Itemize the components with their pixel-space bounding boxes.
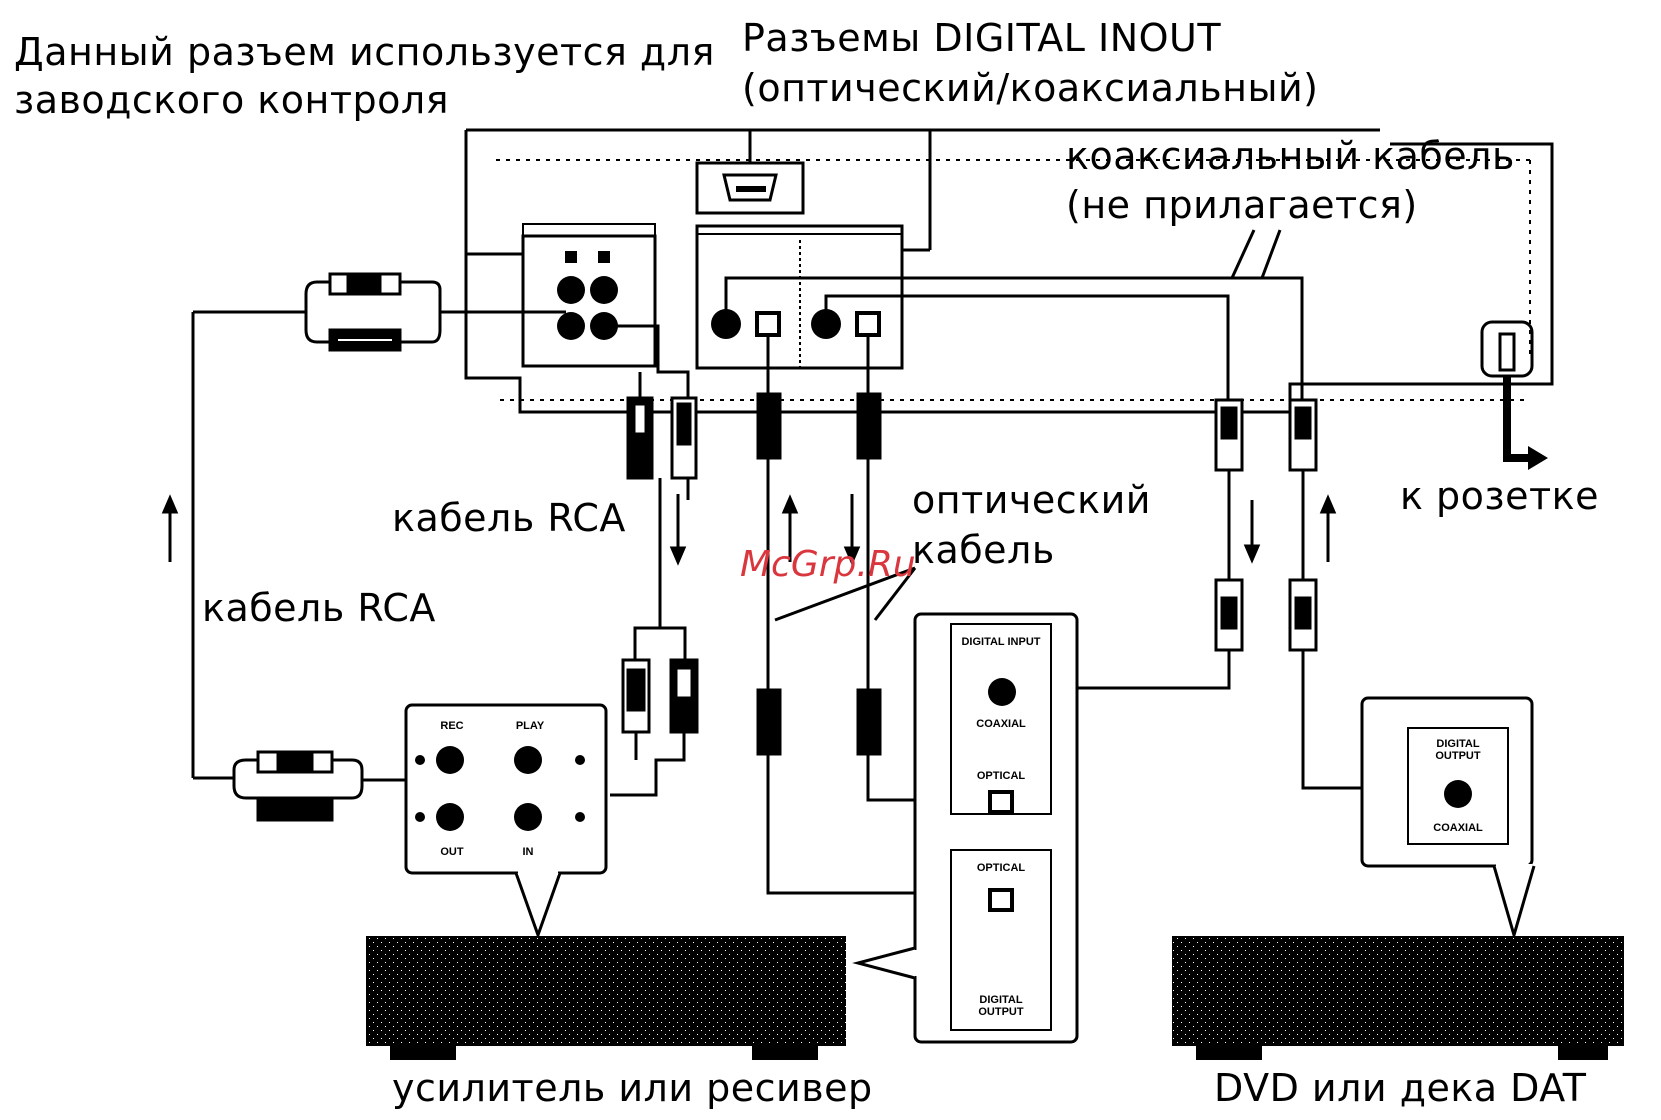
dvd-coaxial-jack: [1444, 780, 1472, 808]
rca-cable-label-1: кабель RCA: [392, 496, 626, 540]
amp-digital-input-label: DIGITAL INPUT: [961, 636, 1041, 648]
amp-play-label: PLAY: [515, 720, 545, 732]
amp-optical-out-label: OPTICAL: [976, 862, 1026, 874]
optical-jack-1: [755, 311, 781, 337]
amp-out-label: OUT: [440, 846, 464, 858]
optical-plug-3: [856, 392, 882, 460]
optical-jack-2: [855, 311, 881, 337]
amp-coaxial-jack: [988, 678, 1016, 706]
dvd-dat-label: DVD или дека DAT: [1214, 1066, 1587, 1110]
optical-plug-4: [856, 688, 882, 756]
rca-jack-out-r: [590, 276, 618, 304]
coaxial-jack-2: [811, 309, 841, 339]
coax-cable-label-line1: коаксиальный кабель: [1066, 134, 1515, 178]
amp-rec-label: REC: [440, 720, 464, 732]
dvd-digital-panel: [1360, 696, 1536, 941]
amp-in-label: IN: [522, 846, 534, 858]
factory-test-connector: [695, 130, 805, 215]
optical-cables: [756, 335, 989, 895]
factory-connector-label-line1: Данный разъем используется для: [14, 30, 715, 74]
rca-cable-upper-left: [191, 272, 566, 780]
optical-plug-1: [756, 392, 782, 460]
amp-optical-in-jack: [988, 790, 1014, 814]
dvd-digital-output-label: DIGITAL OUTPUT: [1435, 738, 1481, 762]
digital-inout-module: [695, 130, 932, 370]
factory-connector-label-line2: заводского контроля: [14, 78, 449, 122]
coaxial-jack-1: [711, 309, 741, 339]
rca-cable-lower-left: [232, 750, 410, 822]
amplifier-unit: [366, 936, 846, 1060]
digital-inout-label-line1: Разъемы DIGITAL INOUT: [742, 16, 1222, 60]
amp-optical-in-label: OPTICAL: [976, 770, 1026, 782]
optical-cable-label-line1: оптический: [912, 478, 1151, 522]
dvd-coaxial-label: COAXIAL: [1433, 822, 1483, 834]
rca-jack-in-l: [557, 312, 585, 340]
signal-direction-arrows: [161, 494, 1337, 566]
amp-digital-panel: [852, 612, 1079, 1044]
analog-rca-module: [466, 223, 657, 368]
power-plug: [1480, 320, 1548, 470]
dvd-dat-unit: [1172, 936, 1624, 1060]
coax-cable-label-line2: (не прилагается): [1066, 183, 1418, 227]
amp-coaxial-label: COAXIAL: [976, 718, 1026, 730]
optical-cable-label-line2: кабель: [912, 528, 1055, 572]
amp-optical-out-jack: [988, 888, 1014, 912]
to-socket-label: к розетке: [1400, 474, 1599, 518]
rca-cable-label-2: кабель RCA: [202, 586, 436, 630]
watermark: McGrp.Ru: [740, 544, 916, 585]
rca-cable-right: [604, 324, 699, 797]
rca-plug-bottom-2: [256, 798, 334, 822]
digital-inout-label-line2: (оптический/коаксиальный): [742, 66, 1319, 110]
optical-plug-2: [756, 688, 782, 756]
coaxial-cables: [724, 229, 1400, 790]
amp-digital-output-label: DIGITAL OUTPUT: [978, 994, 1024, 1018]
amplifier-label: усилитель или ресивер: [392, 1066, 873, 1110]
amp-analog-panel: [404, 703, 608, 940]
rca-jack-out-l: [557, 276, 585, 304]
